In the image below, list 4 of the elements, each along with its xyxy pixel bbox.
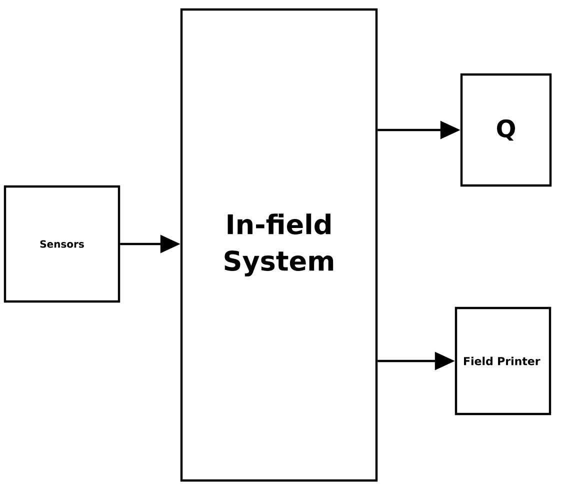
block-box: Q (460, 73, 552, 187)
block-box: Sensors (4, 185, 120, 303)
block-box: In-field System (180, 8, 378, 482)
block-box: Field Printer (454, 306, 552, 416)
